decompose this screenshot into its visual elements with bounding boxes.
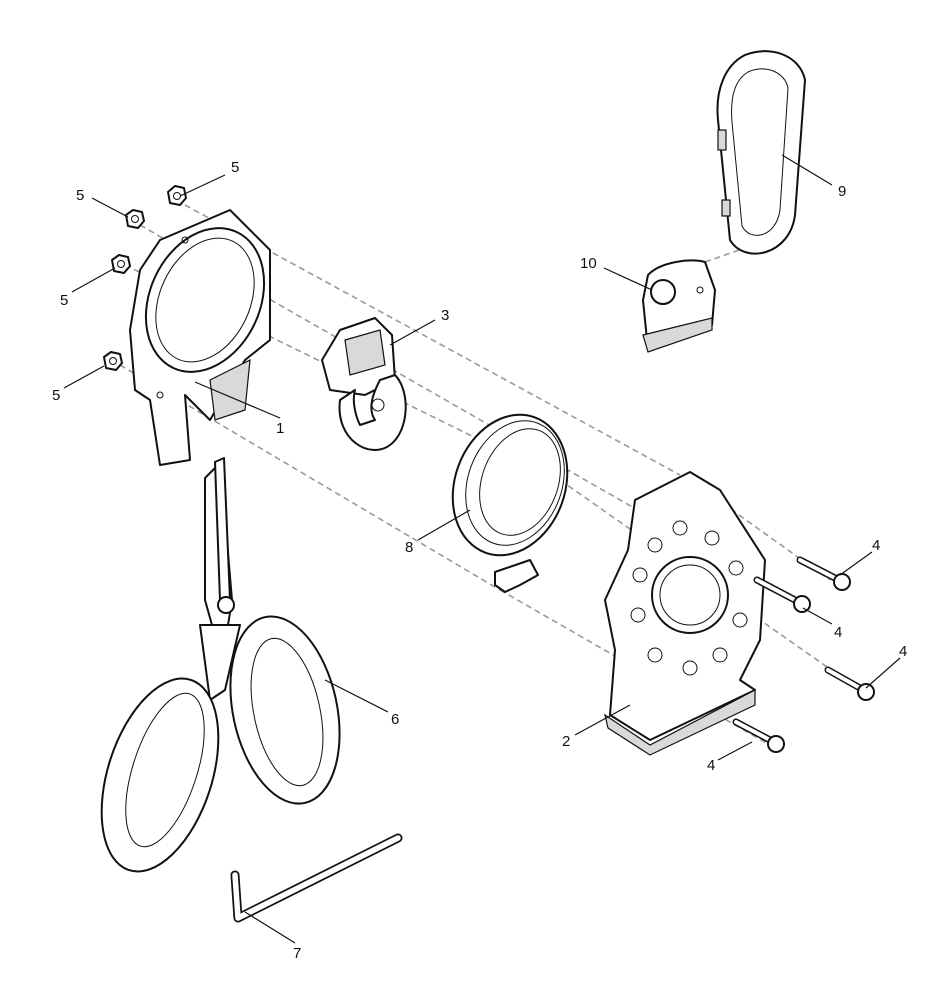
label-part-5b: 5 [76,187,84,204]
leader-10 [603,267,653,291]
leader-5c [71,267,116,293]
leader-5a [179,174,226,197]
part-4-bolt-d [732,718,785,753]
part-8-retractor-reel [451,413,569,593]
part-5-nut-d [103,351,123,371]
leader-4a [839,551,873,576]
label-part-6: 6 [391,711,399,728]
leader-4c [865,657,901,689]
leader-4b [802,607,833,625]
leader-1 [194,381,281,419]
leader-3 [389,319,436,346]
leader-4d [717,741,753,761]
label-part-5d: 5 [52,387,60,404]
label-part-1: 1 [276,420,284,437]
label-part-2: 2 [562,733,570,750]
part-5-nut-b [125,209,145,229]
leader-5d [63,365,105,389]
leader-9 [781,154,833,186]
label-part-4b: 4 [834,624,842,641]
label-part-4d: 4 [707,757,715,774]
label-part-8: 8 [405,539,413,556]
label-part-4a: 4 [872,537,880,554]
part-1-clamp-bracket [129,209,271,466]
leader-8 [417,509,471,541]
leader-6 [324,679,389,713]
leader-5b [91,197,129,218]
part-6-scissors [100,457,341,873]
part-3-retainer-clip [321,317,407,451]
label-part-7: 7 [293,945,301,962]
guide-line-carabiner [704,247,746,263]
part-4-bolt-c [824,666,875,701]
label-part-4c: 4 [899,643,907,660]
part-4-bolt-a [796,556,851,591]
label-part-3: 3 [441,307,449,324]
leader-7 [244,911,296,944]
label-part-10: 10 [580,255,597,272]
part-9-carabiner [716,50,806,255]
label-part-5a: 5 [231,159,239,176]
part-7-hex-key [230,833,403,923]
label-part-9: 9 [838,183,846,200]
part-5-nut-c [111,254,131,274]
label-part-5c: 5 [60,292,68,309]
part-2-mount-base [604,471,766,756]
part-10-wedge-block [642,259,716,353]
part-4-bolt-b [753,576,811,613]
leader-lines [63,154,901,944]
part-number-labels: 1 2 3 4 4 4 4 5 5 5 5 6 7 8 9 10 [52,159,907,962]
leader-2 [574,704,631,736]
part-5-nut-a [167,185,187,206]
